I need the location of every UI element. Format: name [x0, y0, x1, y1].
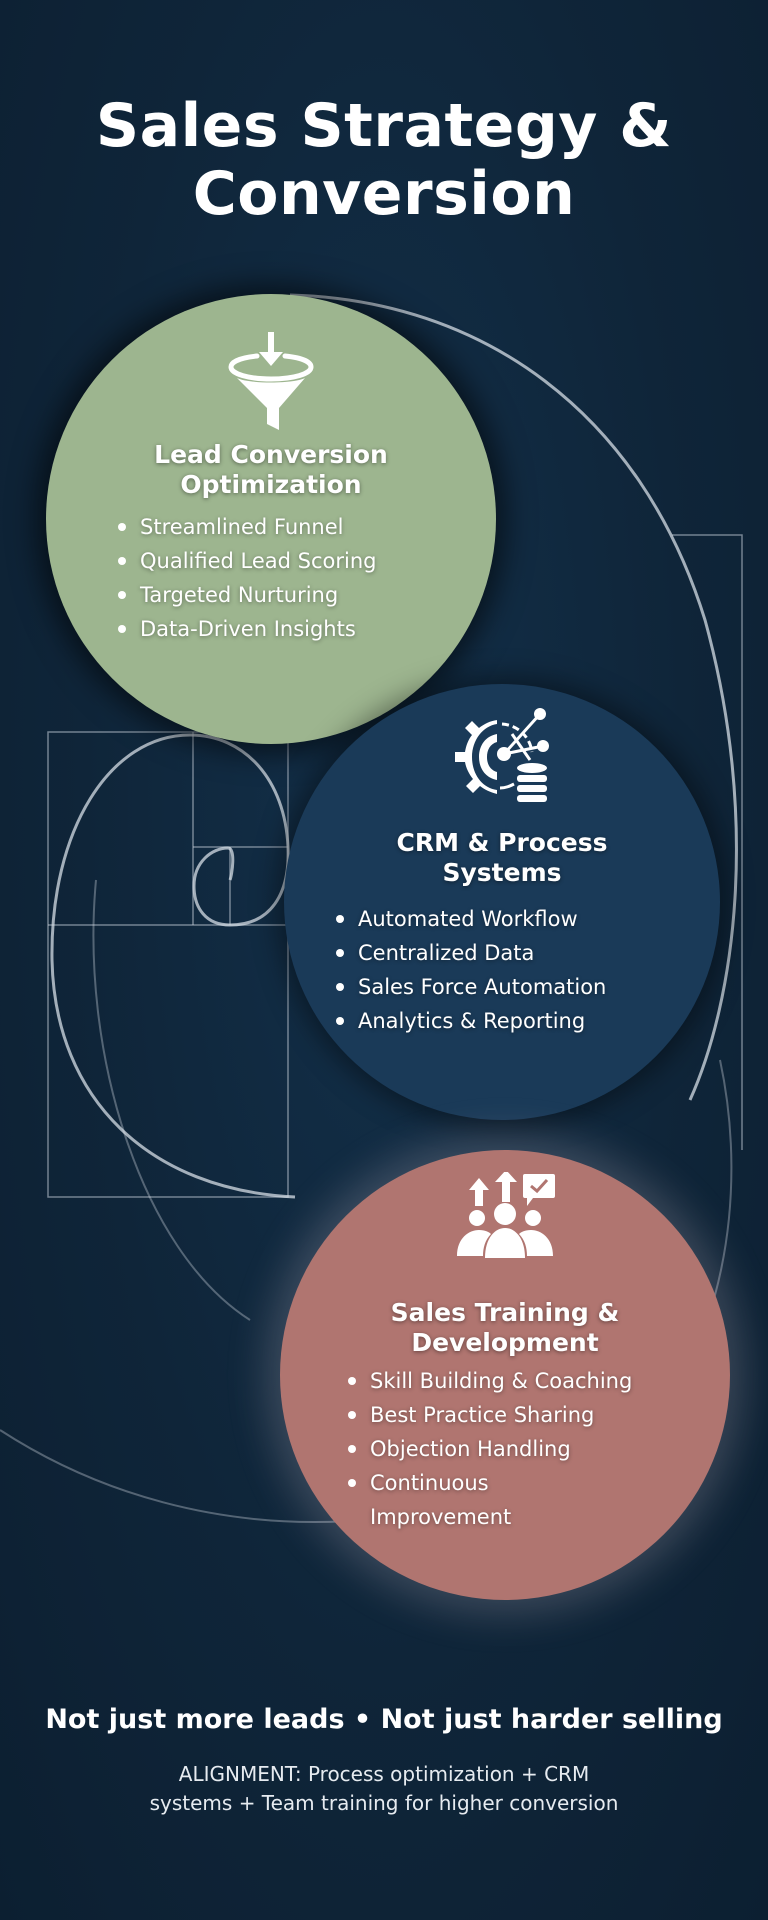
bullet-icon	[118, 557, 126, 565]
crm-process-circle: CRM & Process Systems Automated Workflow…	[284, 684, 720, 1120]
bullet-icon	[336, 949, 344, 957]
feature-list: Skill Building & Coaching Best Practice …	[346, 1364, 632, 1534]
bullet-icon	[336, 1017, 344, 1025]
list-item: Qualified Lead Scoring	[116, 544, 377, 578]
gear-network-database-icon	[455, 708, 549, 804]
section-title: Sales Training & Development	[390, 1298, 620, 1357]
list-item: Sales Force Automation	[334, 970, 606, 1004]
title-line-2: Conversion	[192, 159, 576, 229]
alignment-line-1: ALIGNMENT: Process optimization + CRM	[178, 1762, 590, 1786]
bullet-icon	[348, 1479, 356, 1487]
list-item: Centralized Data	[334, 936, 606, 970]
list-item: Analytics & Reporting	[334, 1004, 606, 1038]
alignment-line-2: systems + Team training for higher conve…	[149, 1791, 619, 1815]
list-item: Continuous Improvement	[346, 1466, 632, 1534]
list-item: Best Practice Sharing	[346, 1398, 632, 1432]
tagline: Not just more leads • Not just harder se…	[45, 1704, 723, 1735]
bullet-icon	[336, 983, 344, 991]
feature-list: Streamlined Funnel Qualified Lead Scorin…	[116, 510, 377, 646]
bullet-icon	[336, 915, 344, 923]
bullet-icon	[118, 591, 126, 599]
list-item: Data-Driven Insights	[116, 612, 377, 646]
lead-conversion-circle: Lead Conversion Optimization Streamlined…	[46, 294, 496, 744]
bullet-icon	[348, 1411, 356, 1419]
team-growth-icon	[457, 1172, 555, 1258]
bullet-icon	[118, 625, 126, 633]
bullet-icon	[348, 1445, 356, 1453]
sales-training-circle: Sales Training & Development Skill Build…	[280, 1150, 730, 1600]
list-item: Targeted Nurturing	[116, 578, 377, 612]
bullet-icon	[118, 523, 126, 531]
list-item: Skill Building & Coaching	[346, 1364, 632, 1398]
alignment-summary: ALIGNMENT: Process optimization + CRM sy…	[0, 1760, 768, 1818]
funnel-icon	[228, 332, 314, 430]
feature-list: Automated Workflow Centralized Data Sale…	[334, 902, 606, 1038]
bullet-icon	[348, 1377, 356, 1385]
section-title: Lead Conversion Optimization	[154, 440, 388, 499]
title-line-1: Sales Strategy &	[95, 91, 673, 161]
list-item: Streamlined Funnel	[116, 510, 377, 544]
page-title: Sales Strategy & Conversion	[0, 92, 768, 228]
section-title: CRM & Process Systems	[396, 828, 608, 887]
list-item: Automated Workflow	[334, 902, 606, 936]
list-item: Objection Handling	[346, 1432, 632, 1466]
